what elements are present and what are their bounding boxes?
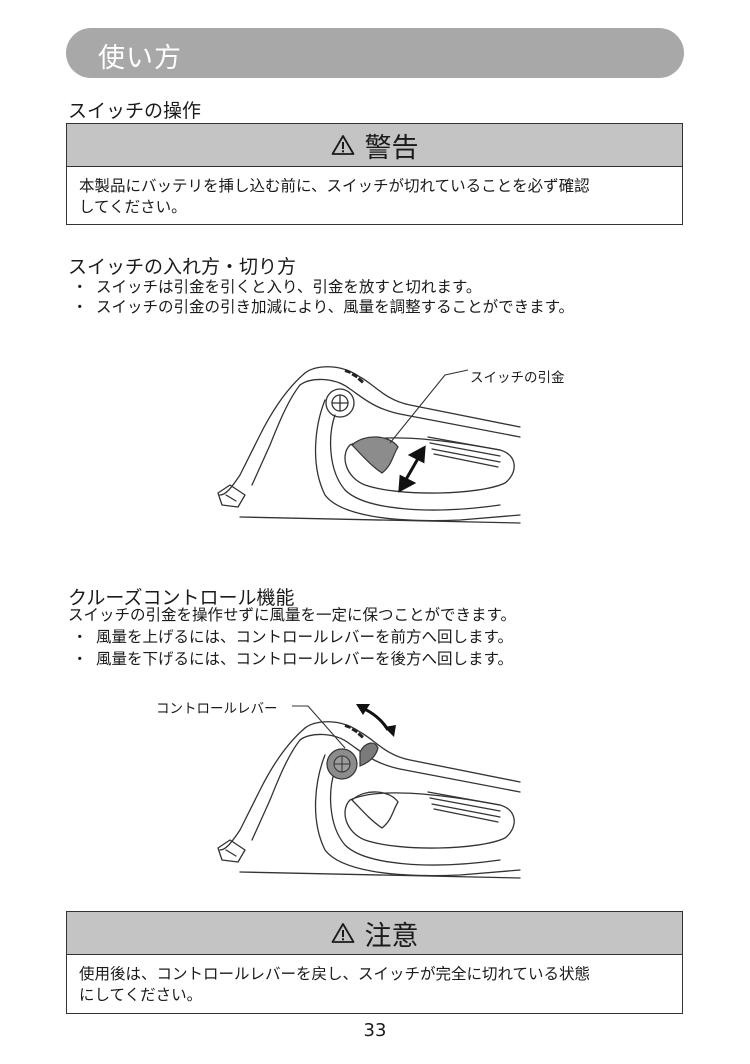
trigger-illustration — [217, 366, 521, 524]
list-item: ・風量を上げるには、コントロールレバーを前方へ回します。 — [72, 627, 513, 647]
warning-box: 警告 本製品にバッテリを挿し込む前に、スイッチが切れていることを必ず確認 してく… — [66, 123, 683, 225]
warning-title: 警告 — [364, 132, 419, 164]
lever-callout-label: コントロールレバー — [156, 701, 278, 717]
list-item-text: スイッチは引金を引くと入り、引金を放すと切れます。 — [96, 278, 482, 296]
warning-text: 本製品にバッテリを挿し込む前に、スイッチが切れていることを必ず確認 してください… — [67, 167, 682, 218]
caution-text: 使用後は、コントロールレバーを戻し、スイッチが完全に切れている状態 にしてくださ… — [67, 955, 682, 1006]
cruise-control-heading: クルーズコントロール機能 — [68, 587, 295, 609]
caution-line: にしてください。 — [79, 986, 203, 1004]
control-lever-illustration — [217, 704, 521, 879]
list-item: ・スイッチの引金の引き加減により、風量を調整することができます。 — [72, 297, 574, 317]
section-title-banner: 使い方 — [66, 28, 684, 78]
caution-title: 注意 — [364, 920, 419, 952]
switch-operation-heading: スイッチの操作 — [68, 100, 202, 122]
warning-line: 本製品にバッテリを挿し込む前に、スイッチが切れていることを必ず確認 — [79, 177, 590, 195]
cruise-control-intro: スイッチの引金を操作せずに風量を一定に保つことができます。 — [68, 606, 516, 624]
bullet-mark: ・ — [72, 298, 88, 316]
warning-line: してください。 — [79, 198, 187, 216]
section-title: 使い方 — [98, 43, 182, 74]
caution-line: 使用後は、コントロールレバーを戻し、スイッチが完全に切れている状態 — [79, 965, 591, 983]
bullet-mark: ・ — [72, 650, 88, 668]
list-item-text: スイッチの引金の引き加減により、風量を調整することができます。 — [96, 298, 575, 316]
warning-triangle-icon — [331, 134, 355, 156]
switch-on-off-heading: スイッチの入れ方・切り方 — [68, 256, 297, 278]
warning-triangle-icon — [331, 922, 355, 944]
page-number: 33 — [363, 1020, 387, 1041]
trigger-callout-label: スイッチの引金 — [470, 370, 565, 386]
list-item: ・スイッチは引金を引くと入り、引金を放すと切れます。 — [72, 277, 481, 297]
list-item-text: 風量を上げるには、コントロールレバーを前方へ回します。 — [96, 628, 513, 646]
bullet-mark: ・ — [72, 278, 88, 296]
list-item: ・風量を下げるには、コントロールレバーを後方へ回します。 — [72, 649, 513, 669]
list-item-text: 風量を下げるには、コントロールレバーを後方へ回します。 — [96, 650, 513, 668]
caution-box: 注意 使用後は、コントロールレバーを戻し、スイッチが完全に切れている状態 にして… — [66, 911, 683, 1014]
bullet-mark: ・ — [72, 628, 88, 646]
warning-header: 警告 — [67, 124, 682, 167]
caution-header: 注意 — [67, 912, 682, 955]
